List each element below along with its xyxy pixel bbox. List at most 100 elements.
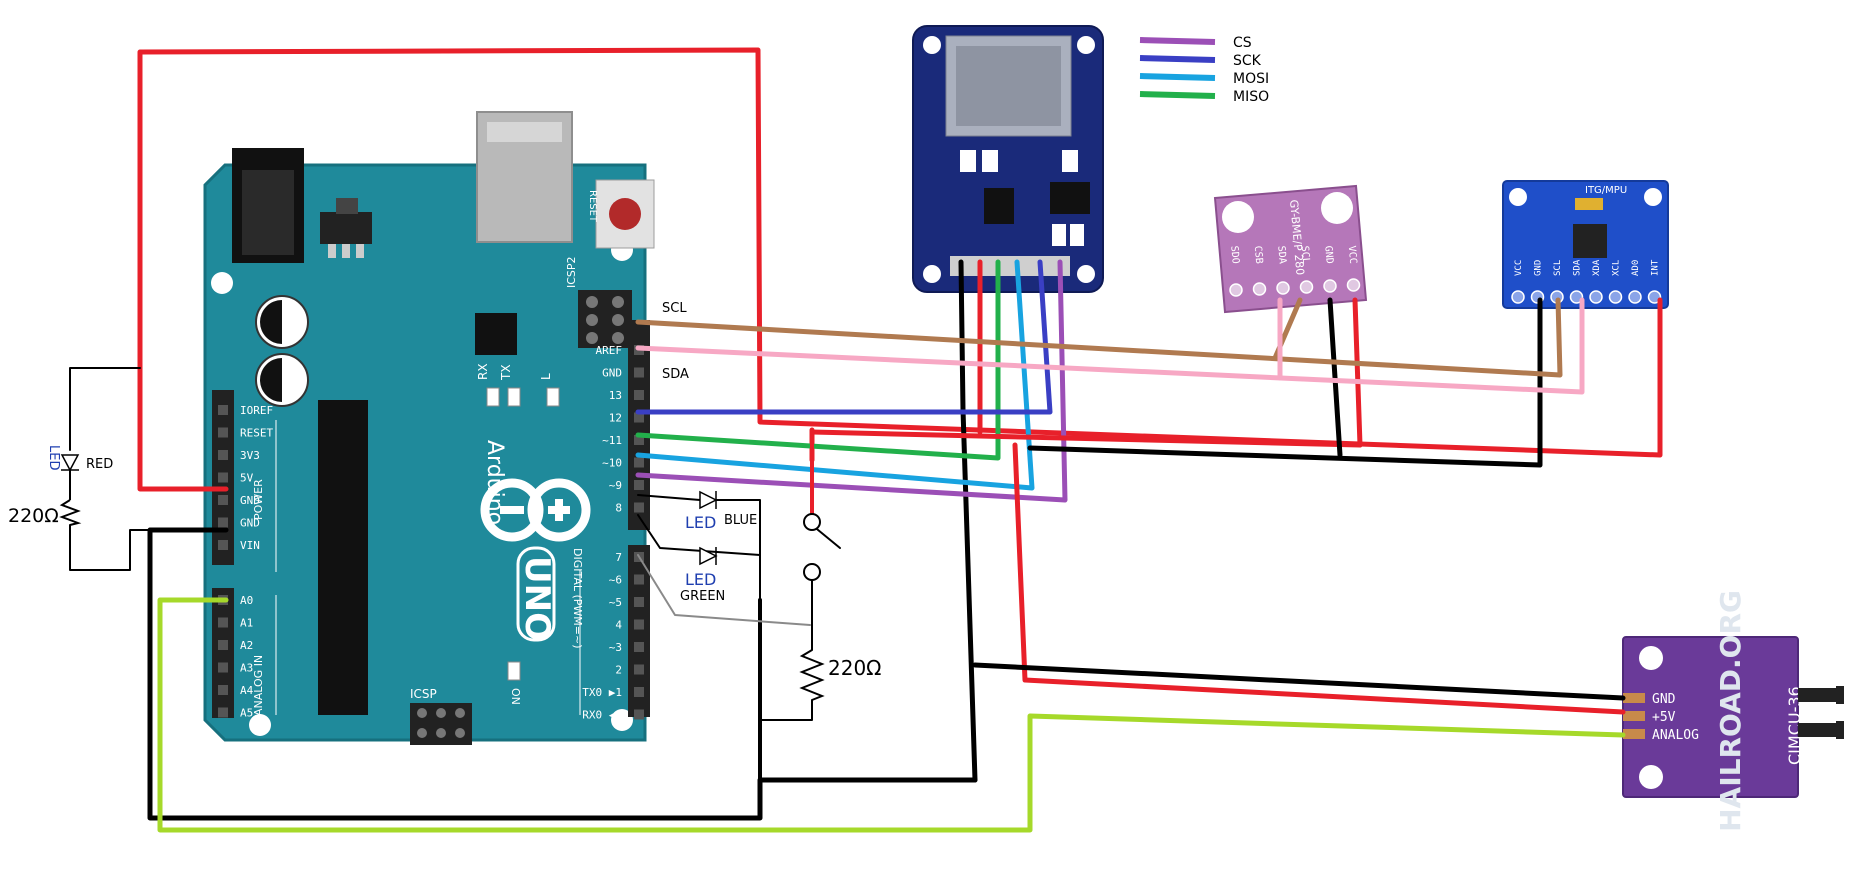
- header-pin: [218, 640, 228, 650]
- pressure-5v-wire: [1012, 442, 1626, 715]
- pin-label: ~9: [609, 479, 622, 492]
- tx-led: [507, 387, 521, 407]
- header-pin: [634, 687, 644, 697]
- header-pin: [218, 405, 228, 415]
- arduino-brand: Arduino: [482, 440, 507, 525]
- pressure-gnd-wire: [972, 662, 1626, 701]
- legend-swatch: [1139, 37, 1216, 45]
- sd-card-module: [912, 25, 1104, 293]
- wires: [69, 47, 1663, 833]
- icsp2-header: [578, 290, 632, 348]
- push-button-switch: [803, 513, 821, 581]
- header-pin: [218, 427, 228, 438]
- left-resistor: [59, 499, 82, 526]
- mpu-pin-label: VCC: [1514, 260, 1524, 276]
- pin-label: ~11: [602, 434, 622, 447]
- pin-label: AREF: [596, 344, 623, 357]
- header-pin: [634, 709, 644, 720]
- legend-label: MOSI: [1233, 71, 1269, 87]
- pin-label: RX0 ◀0: [582, 709, 622, 722]
- rx-led: [486, 387, 500, 407]
- green-led: [699, 546, 718, 566]
- header-pin: [218, 662, 228, 673]
- header-pin: [634, 664, 644, 675]
- mosi-wire: [635, 259, 1035, 491]
- header-pin: [634, 480, 644, 490]
- pin-label: 3V3: [240, 449, 260, 462]
- sck-wire: [635, 259, 1053, 415]
- sd-header: [950, 256, 1070, 276]
- sd-regulator: [984, 188, 1014, 224]
- bme-pin: [1346, 278, 1361, 292]
- legend-swatch: [1139, 55, 1216, 63]
- pin-label: 5V: [240, 472, 254, 485]
- usb-chip: [475, 313, 517, 355]
- legend-swatch: [1139, 73, 1216, 81]
- sda-label: SDA: [662, 367, 689, 382]
- rx-label: RX: [476, 363, 490, 380]
- voltage-regulator: [320, 212, 372, 244]
- red-led-word: LED: [46, 445, 61, 470]
- red-5v-wire: [137, 47, 1663, 492]
- green-led-label: GREEN: [680, 589, 725, 604]
- mpu-pin: [1589, 290, 1603, 304]
- pressure-pin-label: GND: [1652, 692, 1676, 707]
- pressure-nozzle: [1798, 688, 1840, 702]
- pin-label: GND: [240, 517, 260, 530]
- header-pin: [634, 435, 644, 445]
- legend-label: SCK: [1233, 53, 1262, 69]
- pin-label: 8: [615, 502, 622, 515]
- bme-pin-label: GND: [1322, 245, 1335, 264]
- arduino-pcb: [203, 163, 647, 742]
- pin-label: ~5: [609, 596, 622, 609]
- mpu-pin-label: SDA: [1573, 259, 1583, 276]
- mpu-pin-label: AD0: [1631, 260, 1641, 276]
- pin-label: A1: [240, 617, 253, 630]
- pressure-title: CJMCU-36: [1785, 686, 1804, 765]
- header-pin: [634, 502, 644, 513]
- microcontroller-chip: [318, 400, 368, 715]
- sda-wire: [635, 297, 1585, 395]
- header-pin: [218, 450, 228, 460]
- bme-pin: [1299, 280, 1314, 294]
- digital-label: DIGITAL (PWM=~): [571, 548, 584, 649]
- pressure-pin-label: ANALOG: [1652, 728, 1699, 743]
- on-led: [507, 661, 521, 681]
- header-pin: [218, 707, 228, 718]
- pressure-nozzle: [1798, 723, 1840, 737]
- legend-label: CS: [1233, 35, 1252, 51]
- reset-button[interactable]: [609, 198, 641, 230]
- pin-label: VIN: [240, 539, 260, 552]
- arduino-logo: [480, 478, 544, 542]
- pressure-pin: [1623, 729, 1645, 739]
- pin-label: A5: [240, 707, 253, 720]
- mpu-pin: [1511, 290, 1525, 304]
- analog-label: ANALOG IN: [252, 655, 265, 716]
- pin-label: 13: [609, 389, 622, 402]
- mpu-pin-label: SCL: [1553, 260, 1563, 276]
- pressure-pin: [1623, 693, 1645, 703]
- analog-header: [212, 588, 234, 718]
- header-pin: [218, 685, 228, 695]
- tx-label: TX: [499, 364, 513, 381]
- blue-led-label: BLUE: [724, 513, 757, 528]
- on-label: ON: [509, 688, 522, 705]
- usb-port-top: [487, 122, 562, 142]
- reset-label: RESET: [587, 190, 598, 223]
- dc-jack-inner: [242, 170, 294, 255]
- header-pin: [634, 457, 644, 468]
- pin-label: 2: [615, 664, 622, 677]
- pin-label: A3: [240, 662, 253, 675]
- pin-label: RESET: [240, 427, 273, 440]
- mount-hole: [249, 714, 271, 736]
- bme-pin-label: CSB: [1252, 245, 1265, 264]
